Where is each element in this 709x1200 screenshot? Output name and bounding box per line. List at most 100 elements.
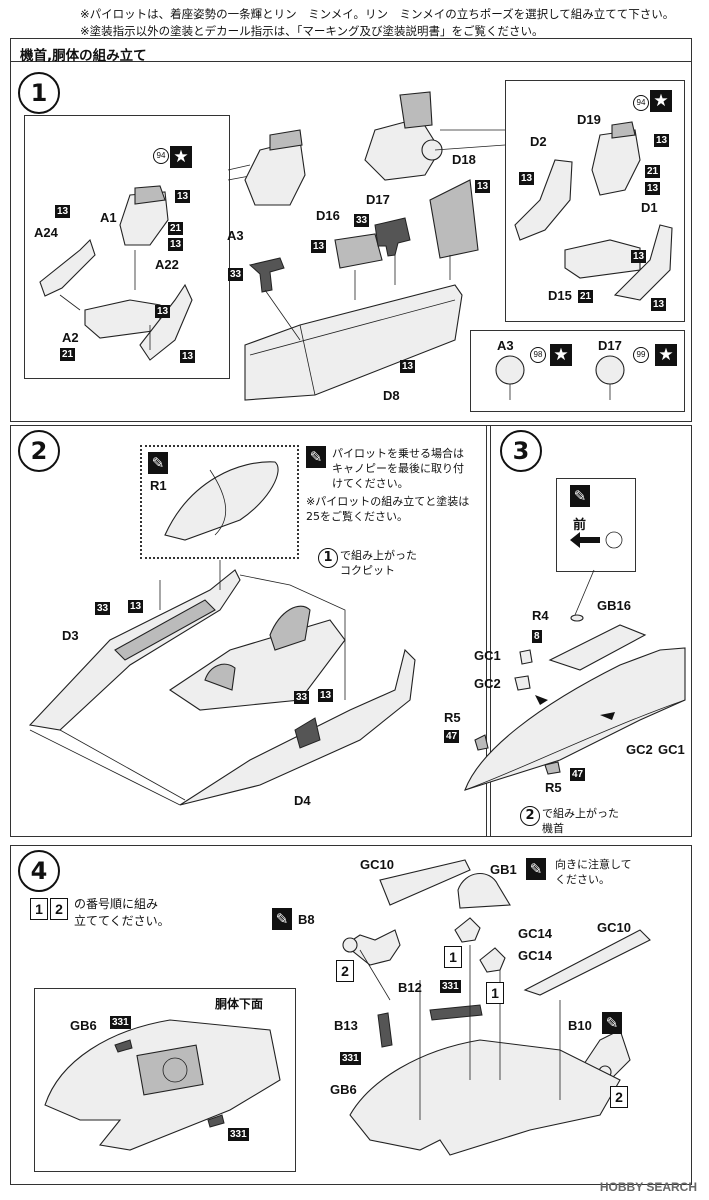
step-box-2: 2 [610,1086,628,1108]
note-line-1: ※パイロットは、着座姿勢の一条輝とリン ミンメイ。リン ミンメイの立ちポーズを選… [80,7,675,21]
header-notes: ※パイロットは、着座姿勢の一条輝とリン ミンメイ。リン ミンメイの立ちポーズを選… [80,6,680,40]
part-tag-33: 33 [294,691,310,704]
part-tag-331: 331 [340,1052,361,1065]
watermark: HOBBY SEARCH [599,1180,697,1194]
star-icon: ★ [655,344,677,366]
cement-icon: ✎ [570,485,590,507]
cement-icon: ✎ [272,908,292,930]
part-tag-47: 47 [570,768,586,781]
orientation-note: 向きに注意して ください。 [555,857,632,887]
orientation-note-line: ください。 [555,873,610,886]
label-B13: B13 [334,1018,358,1033]
label-GC1: GC1 [474,648,501,663]
pilot-note: ※パイロットの組み立てと塗装は 25をご覧ください。 [306,494,469,524]
label-A22: A22 [155,257,179,272]
decal-98: 98 [530,347,546,363]
label-D4: D4 [294,793,311,808]
canopy-note-line: パイロットを乗せる場合は [332,447,464,460]
step-4-number: 4 [18,850,60,892]
label-D8: D8 [383,388,400,403]
label-GC10: GC10 [360,857,394,872]
step-1-left-box [24,115,230,379]
part-tag-13: 13 [168,238,184,251]
label-R5: R5 [545,780,562,795]
part-tag-13: 13 [475,180,491,193]
part-tag-13: 13 [400,360,416,373]
part-tag-331: 331 [110,1016,131,1029]
label-GC2: GC2 [474,676,501,691]
label-D3: D3 [62,628,79,643]
order-instruction: の番号順に組み 立ててください。 [74,896,170,930]
label-D16: D16 [316,208,340,223]
label-B12: B12 [398,980,422,995]
part-tag-21: 21 [60,348,76,361]
label-GC1: GC1 [658,742,685,757]
ref-note-cockpit: で組み上がった コクピット [340,548,417,578]
part-tag-13: 13 [645,182,661,195]
label-A3: A3 [227,228,244,243]
part-tag-13: 13 [519,172,535,185]
label-D2: D2 [530,134,547,149]
cement-icon: ✎ [526,858,546,880]
front-indicator-box [556,478,636,572]
ref-note-line: コクピット [340,564,395,577]
label-GC14: GC14 [518,926,552,941]
step-box-2: 2 [336,960,354,982]
decal-94: 94 [633,95,649,111]
part-tag-13: 13 [318,689,334,702]
part-tag-331: 331 [440,980,461,993]
label-GB6: GB6 [330,1082,357,1097]
ref-step-2: 2 [520,806,540,826]
order-box-1: 1 [30,898,48,920]
part-tag-33: 33 [228,268,244,281]
decal-99: 99 [633,347,649,363]
label-D18: D18 [452,152,476,167]
label-GC10: GC10 [597,920,631,935]
canopy-note: パイロットを乗せる場合は キャノピーを最後に取り付 けてください。 [332,446,464,491]
part-tag-13: 13 [654,134,670,147]
star-icon: ★ [650,90,672,112]
label-D19: D19 [577,112,601,127]
label-R1: R1 [150,478,167,493]
pilot-note-line: 25をご覧ください。 [306,510,408,523]
label-B10: B10 [568,1018,592,1033]
label-A1: A1 [100,210,117,225]
step-1-number: 1 [18,72,60,114]
inset-label-A3: A3 [497,338,514,353]
label-D17: D17 [366,192,390,207]
inset-label-D17: D17 [598,338,622,353]
label-D1: D1 [641,200,658,215]
part-tag-13: 13 [180,350,196,363]
part-tag-21: 21 [168,222,184,235]
cement-icon: ✎ [306,446,326,468]
label-GC2: GC2 [626,742,653,757]
part-tag-13: 13 [311,240,327,253]
part-tag-21: 21 [645,165,661,178]
part-tag-13: 13 [55,205,71,218]
part-tag-13: 13 [631,250,647,263]
pilot-note-line: ※パイロットの組み立てと塗装は [306,495,470,508]
order-box-2: 2 [50,898,68,920]
order-line: の番号順に組み [74,897,159,911]
step-box-1: 1 [486,982,504,1004]
label-GB16: GB16 [597,598,631,613]
note-line-2: ※塗装指示以外の塗装とデカール指示は、「マーキング及び塗装説明書」をご覧ください… [80,24,544,38]
part-tag-13: 13 [155,305,171,318]
canopy-note-line: キャノピーを最後に取り付 [332,462,464,475]
part-tag-33: 33 [354,214,370,227]
front-label: 前 [573,517,587,532]
section-title: 機首,胴体の組み立て [20,48,147,64]
ref-note-nose: で組み上がった 機首 [542,806,619,836]
part-tag-47: 47 [444,730,460,743]
ref-note-line: で組み上がった [340,549,417,562]
part-tag-13: 13 [175,190,191,203]
ref-note-line: で組み上がった [542,807,619,820]
label-A24: A24 [34,225,58,240]
part-tag-21: 21 [578,290,594,303]
label-GB6: GB6 [70,1018,97,1033]
part-tag-13: 13 [128,600,144,613]
